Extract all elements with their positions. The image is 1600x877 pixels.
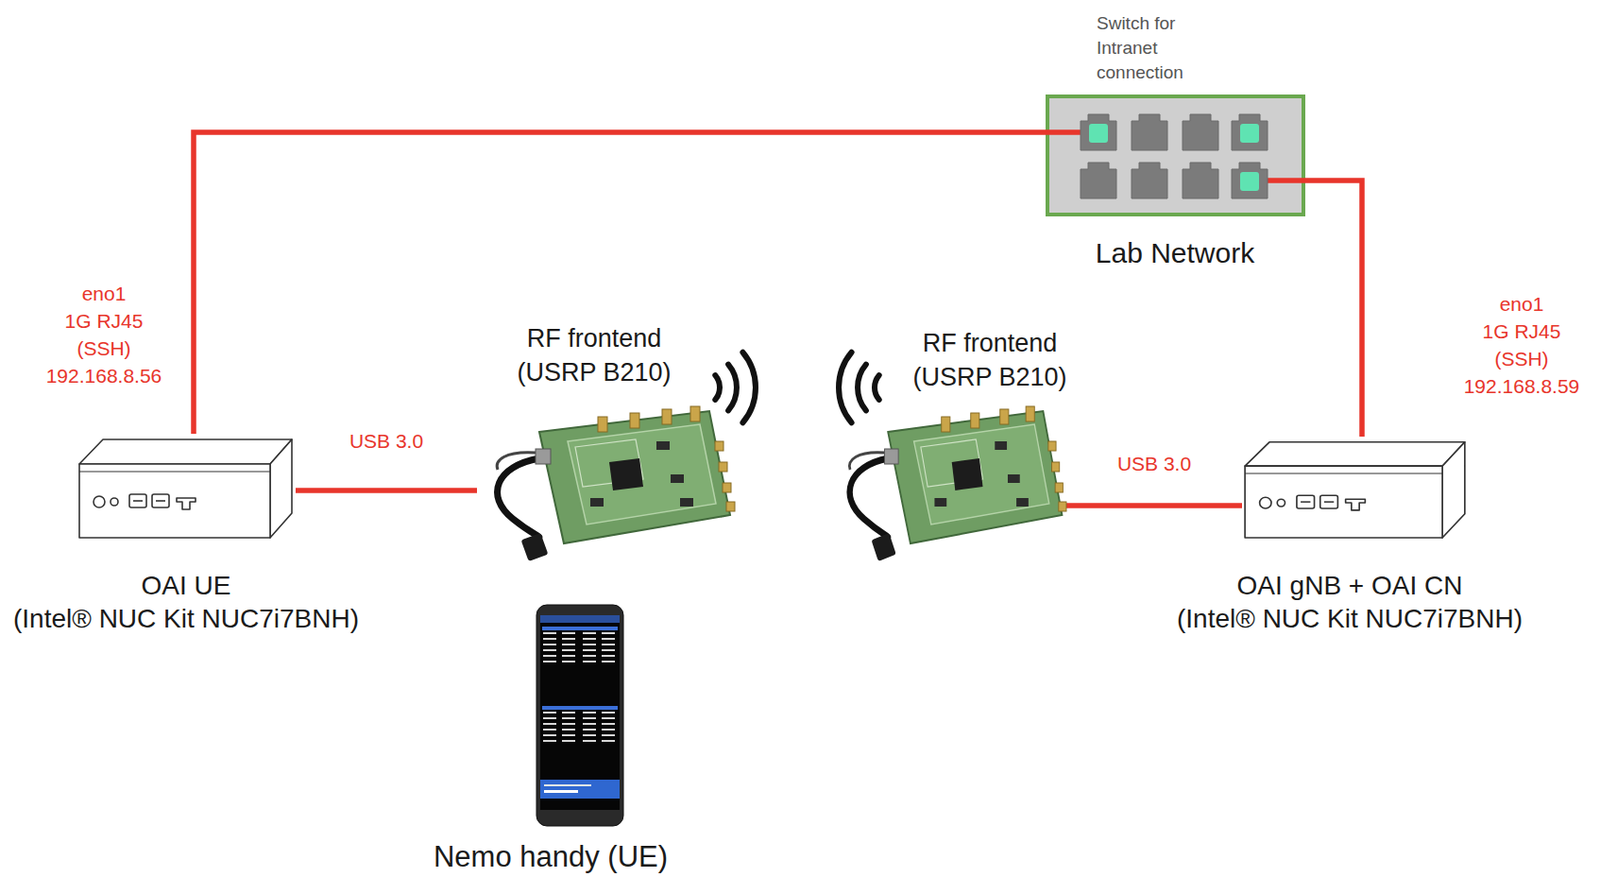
cable-stub — [1262, 177, 1306, 184]
node-heading: OAI gNB + OAI CN — [1237, 570, 1464, 601]
switch-body — [1047, 96, 1304, 215]
node-caption: (Intel® NUC Kit NUC7i7BNH) — [13, 603, 359, 634]
node-heading: OAI UE — [141, 570, 232, 601]
interface-label: 1G RJ45 — [65, 309, 144, 333]
radio-wave — [857, 364, 867, 411]
cable-label: USB 3.0 — [1117, 452, 1192, 476]
nuc-computer — [79, 439, 292, 538]
interface-label: 192.168.8.59 — [1463, 374, 1581, 398]
phone-illustration — [535, 603, 625, 827]
nuc-illustration — [1242, 436, 1469, 541]
nuc-node: OAI gNB + OAI CN(Intel® NUC Kit NUC7i7BN… — [1242, 436, 1469, 541]
usrp-board — [849, 406, 1067, 562]
switch-port — [1080, 114, 1117, 151]
switch-port — [1182, 114, 1219, 151]
switch-port — [1131, 114, 1168, 151]
usrp-board — [496, 406, 735, 562]
cable-line — [1066, 502, 1243, 509]
switch-port — [1231, 114, 1268, 151]
interface-label: eno1 — [1499, 292, 1545, 316]
interface-label: eno1 — [82, 282, 127, 306]
radio-wave — [874, 374, 880, 400]
board-node: RF frontend(USRP B210) — [831, 403, 1067, 562]
nuc-node: OAI UE(Intel® NUC Kit NUC7i7BNH) — [76, 433, 296, 541]
radio-wave — [714, 374, 720, 400]
radio-wave — [742, 352, 756, 424]
switch-illustration — [1045, 94, 1306, 217]
radio-wave — [728, 364, 737, 411]
nuc-computer — [1244, 442, 1465, 538]
node-heading: RF frontend — [922, 328, 1058, 358]
nuc-illustration — [76, 433, 296, 541]
interface-label: 192.168.8.56 — [46, 364, 163, 388]
interface-label: (SSH) — [1494, 347, 1549, 371]
smartphone — [536, 604, 624, 826]
interface-label: 1G RJ45 — [1482, 320, 1562, 343]
cable-line — [1305, 180, 1362, 437]
cable-label: USB 3.0 — [349, 429, 424, 453]
switch-node: Switch for Intranet connectionLab Networ… — [1045, 94, 1306, 217]
node-caption: (USRP B210) — [912, 362, 1067, 392]
interface-label: (SSH) — [76, 337, 131, 360]
cable-line — [295, 487, 477, 494]
phone-node: Nemo handy (UE) — [535, 603, 625, 827]
switch-port — [1131, 162, 1168, 199]
node-caption: (Intel® NUC Kit NUC7i7BNH) — [1176, 603, 1523, 634]
board-node: RF frontend(USRP B210) — [476, 403, 735, 562]
node-heading: RF frontend — [527, 323, 663, 354]
node-heading: Switch for Intranet connection — [1096, 11, 1209, 86]
cable-stub — [1045, 129, 1084, 136]
board-illustration — [476, 403, 735, 562]
radio-wave — [838, 352, 852, 424]
switch-port — [1080, 162, 1117, 199]
node-caption: Lab Network — [1095, 237, 1255, 271]
node-caption: (USRP B210) — [516, 357, 671, 388]
switch-port — [1231, 162, 1268, 199]
board-illustration — [831, 403, 1067, 562]
switch-port — [1182, 162, 1219, 199]
node-heading: Nemo handy (UE) — [433, 839, 668, 874]
